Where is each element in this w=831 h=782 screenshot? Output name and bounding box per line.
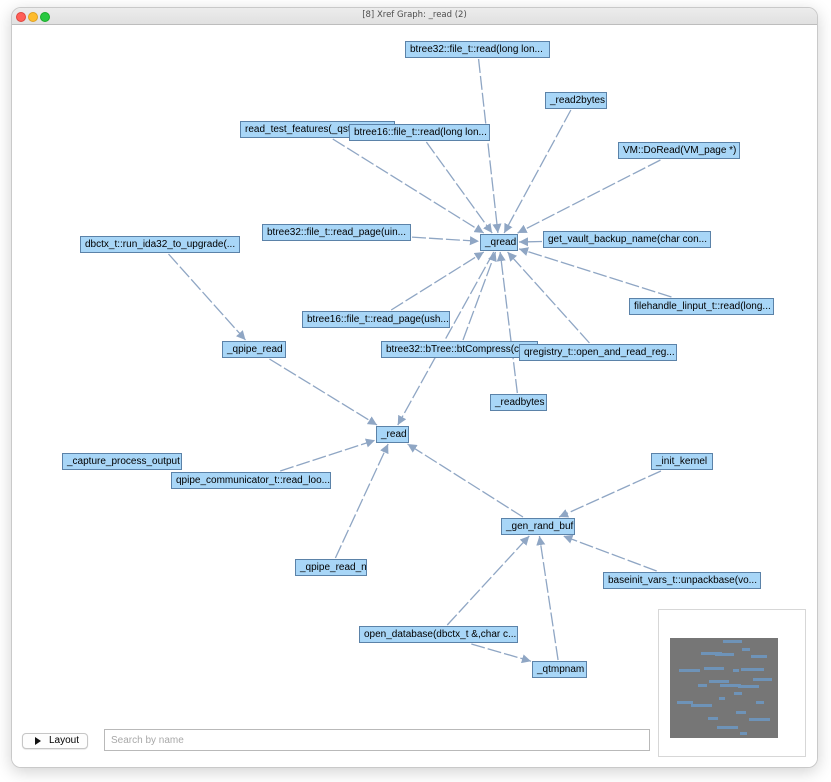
graph-node-btree32-read-page[interactable]: btree32::file_t::read_page(uin... [262, 224, 411, 241]
graph-node-qpipe-read-n[interactable]: _qpipe_read_n [295, 559, 367, 576]
minimap-node [742, 648, 750, 651]
graph-node-btree32-btcompress[interactable]: btree32::bTree::btCompress(ch [381, 341, 538, 358]
minimap-node [717, 726, 738, 729]
graph-node-qpipe-read[interactable]: _qpipe_read [222, 341, 286, 358]
graph-node-dbctx-run-ida32[interactable]: dbctx_t::run_ida32_to_upgrade(... [80, 236, 240, 253]
graph-node-qread[interactable]: _qread [480, 234, 518, 251]
graph-node-qtmpnam[interactable]: _qtmpnam [532, 661, 587, 678]
graph-node-gen-rand-buf[interactable]: _gen_rand_buf [501, 518, 575, 535]
graph-node-baseinit-unpackbase[interactable]: baseinit_vars_t::unpackbase(vo... [603, 572, 761, 589]
edge-read2bytes-to-qread [503, 109, 572, 234]
minimap-node [701, 652, 722, 655]
play-icon [35, 737, 41, 745]
graph-node-btree16-file-read[interactable]: btree16::file_t::read(long lon... [349, 124, 490, 141]
graph-node-qpipe-communicator-read[interactable]: qpipe_communicator_t::read_loo... [171, 472, 331, 489]
minimap-node [677, 701, 693, 704]
minimap-node [698, 684, 707, 687]
edge-readbytes-to-qread [496, 251, 518, 394]
edge-btree32-btcompress-to-qread [462, 251, 497, 341]
minimap-node [756, 701, 764, 704]
edge-qread-to-read [397, 251, 495, 426]
minimap-node [679, 669, 700, 672]
close-window-button[interactable] [16, 12, 26, 22]
edge-open-database-to-gen-rand-buf [446, 535, 530, 626]
edge-btree32-file-read-to-qread [477, 58, 502, 234]
edge-qpipe-read-n-to-read [334, 443, 389, 559]
edge-qpipe-communicator-read-to-read [280, 438, 376, 472]
graph-node-filehandle-linput-read[interactable]: filehandle_linput_t::read(long... [629, 298, 774, 315]
edge-gen-rand-buf-to-read [407, 443, 524, 518]
edge-dbctx-run-ida32-to-qpipe-read [168, 253, 246, 341]
minimap-node [753, 678, 772, 681]
minimap-node [749, 718, 770, 721]
edge-open-database-to-qtmpnam [471, 643, 532, 664]
minimize-window-button[interactable] [28, 12, 38, 22]
graph-node-qregistry-open-read[interactable]: qregistry_t::open_and_read_reg... [519, 344, 677, 361]
graph-node-btree16-read-page[interactable]: btree16::file_t::read_page(ush... [302, 311, 450, 328]
edge-btree32-read-page-to-qread [411, 236, 480, 246]
minimap-viewport[interactable] [670, 638, 778, 738]
graph-node-vm-doread[interactable]: VM::DoRead(VM_page *) [618, 142, 740, 159]
minimap-node [733, 669, 739, 672]
edge-btree16-read-page-to-qread [390, 251, 485, 311]
layout-button[interactable]: Layout [22, 733, 88, 749]
minimap-node [736, 711, 746, 714]
edge-qpipe-read-to-read [269, 358, 378, 426]
minimap-node [704, 667, 724, 670]
graph-node-open-database[interactable]: open_database(dbctx_t &,char c... [359, 626, 518, 643]
graph-node-read[interactable]: _read [376, 426, 409, 443]
edge-vm-doread-to-qread [517, 159, 661, 234]
title-bar: [8] Xref Graph: _read (2) [12, 8, 817, 25]
minimap-node [734, 692, 742, 695]
graph-node-read2bytes[interactable]: _read2bytes [545, 92, 607, 109]
search-input[interactable] [104, 729, 650, 751]
graph-canvas[interactable]: btree32::file_t::read(long lon..._read2b… [12, 25, 817, 767]
edge-get-vault-backup-name-to-qread [518, 237, 543, 247]
window-title: [8] Xref Graph: _read (2) [362, 10, 467, 20]
graph-node-btree32-file-read[interactable]: btree32::file_t::read(long lon... [405, 41, 550, 58]
minimap-node [709, 680, 729, 683]
minimap-node [708, 717, 718, 720]
edge-btree16-file-read-to-qread [425, 141, 493, 234]
edge-qtmpnam-to-gen-rand-buf [536, 535, 559, 661]
graph-node-init-kernel[interactable]: _init_kernel [651, 453, 713, 470]
layout-button-label: Layout [49, 735, 80, 746]
minimap-node [720, 684, 741, 687]
xref-graph-window: [8] Xref Graph: _read (2) btree32::file_… [11, 7, 818, 768]
minimap-node [751, 655, 767, 658]
graph-node-capture-process-output[interactable]: _capture_process_output [62, 453, 182, 470]
edge-baseinit-unpackbase-to-gen-rand-buf [563, 534, 657, 572]
edge-init-kernel-to-gen-rand-buf [558, 470, 662, 518]
minimap-node [723, 640, 742, 643]
graph-node-get-vault-backup-name[interactable]: get_vault_backup_name(char con... [543, 231, 711, 248]
edge-qregistry-open-read-to-qread [507, 251, 590, 344]
minimap-node [741, 668, 764, 671]
graph-minimap[interactable] [658, 609, 806, 757]
minimap-node [738, 685, 759, 688]
minimap-node [740, 732, 747, 735]
zoom-window-button[interactable] [40, 12, 50, 22]
edge-filehandle-linput-read-to-qread [518, 247, 672, 298]
graph-node-readbytes[interactable]: _readbytes [490, 394, 547, 411]
minimap-node [719, 697, 725, 700]
minimap-node [715, 653, 734, 656]
edge-read-test-features-to-qread [332, 138, 485, 234]
minimap-node [691, 704, 712, 707]
graph-edges [168, 58, 672, 664]
